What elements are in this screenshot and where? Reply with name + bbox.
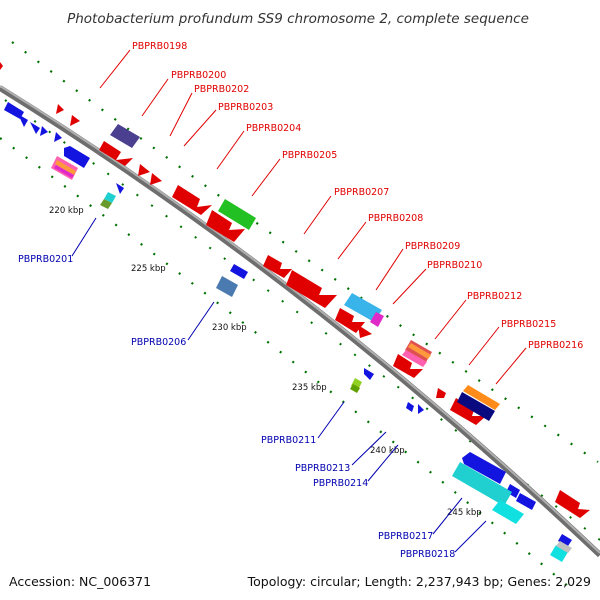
gene-label: PBPRB0200 [171,70,226,81]
gene-block [104,192,116,203]
gene-arrow [138,164,150,176]
gene-block [370,312,384,327]
topology-text: Topology: circular; Length: 2,237,943 bp… [247,574,591,589]
gene-arrow [450,398,486,425]
gene-arrow [558,534,572,546]
gene-label: PBPRB0198 [132,41,187,52]
gene-arrow [263,255,292,278]
forward-label-leaders [99,49,527,385]
inner-tick-ring [0,137,576,593]
gene-arrow [436,388,446,398]
forward-gene-labels: PBPRB0198 PBPRB0200 PBPRB0202 PBPRB0203 … [132,41,583,351]
gene-arrow [54,132,62,142]
outer-tick-ring [11,41,599,463]
gene-arrow [56,104,64,114]
gene-block [350,384,360,393]
gene-block [408,343,431,359]
accession-text: Accession: NC_006371 [9,574,151,589]
gene-block [216,276,238,297]
gene-arrow [40,126,48,136]
gene-arrow [70,115,80,126]
gene-arrow [335,308,365,333]
gene-block [402,350,427,367]
kbp-tick-label: 225 kbp [131,264,166,274]
kbp-ticks: 220 kbp 225 kbp 230 kbp 235 kbp 240 kbp … [49,206,482,518]
gene-arrow [555,490,590,518]
gene-arrow [0,62,3,70]
gene-label: PBPRB0205 [282,150,337,161]
gene-block [550,545,568,562]
genome-backbone [0,85,600,558]
gene-label: PBPRB0203 [218,102,273,113]
reverse-gene-labels: PBPRB0201 PBPRB0206 PBPRB0211 PBPRB0213 … [18,254,455,560]
reverse-label-leaders [71,217,487,553]
gene-label: PBPRB0214 [313,478,368,489]
reverse-strand-genes [4,102,572,562]
gene-arrow [418,404,424,414]
gene-label: PBPRB0210 [427,260,482,271]
gene-arrow [172,185,212,215]
gene-label: PBPRB0215 [501,319,556,330]
gene-arrow [30,122,40,134]
gene-arrow [393,354,423,378]
gene-arrow [406,402,414,412]
gene-label: PBPRB0207 [334,187,389,198]
gene-arrow [506,484,520,498]
kbp-tick-label: 230 kbp [212,323,247,333]
gene-label: PBPRB0216 [528,340,583,351]
gene-arrow [364,368,374,380]
gene-block [457,392,495,421]
gene-arrow [206,210,245,242]
gene-arrow [18,114,28,127]
gene-label: PBPRB0202 [194,84,249,95]
gene-block [110,124,140,148]
gene-arrow [99,141,133,166]
forward-strand-genes [0,62,590,518]
gene-label: PBPRB0206 [131,337,186,348]
gene-label: PBPRB0211 [261,435,316,446]
gene-block [452,462,512,506]
gene-block [344,293,382,322]
gene-label: PBPRB0212 [467,291,522,302]
gene-arrow [116,183,124,194]
gene-block [100,199,112,209]
gene-block [492,500,524,524]
gene-label: PBPRB0209 [405,241,460,252]
gene-block [556,541,572,553]
gene-label: PBPRB0217 [378,531,433,542]
gene-arrow [64,146,90,168]
gene-arrow [516,493,536,510]
gene-block [54,165,74,178]
map-title: Photobacterium profundum SS9 chromosome … [67,11,529,27]
gene-label: PBPRB0218 [400,549,455,560]
gene-block [55,160,76,175]
gene-label: PBPRB0213 [295,463,350,474]
gene-block [218,199,256,230]
gene-label: PBPRB0201 [18,254,73,265]
gene-arrow [150,173,162,185]
kbp-tick-label: 240 kbp [370,446,405,456]
gene-block [463,385,500,410]
kbp-tick-label: 235 kbp [292,383,327,393]
gene-label: PBPRB0204 [246,123,301,134]
gene-arrow [358,325,372,338]
kbp-tick-label: 220 kbp [49,206,84,216]
gene-arrow [286,270,337,308]
gene-arrow [230,264,248,279]
gene-label: PBPRB0208 [368,213,423,224]
gene-arrow [462,452,506,484]
kbp-tick-label: 245 kbp [447,508,482,518]
